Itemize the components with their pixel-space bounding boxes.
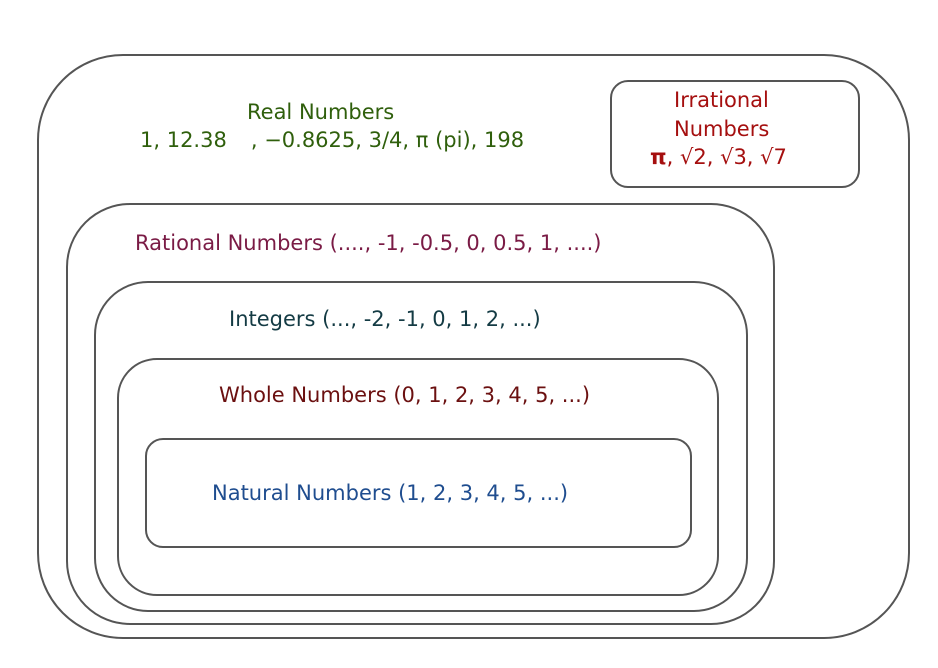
real-numbers-examples-part2: , −0.8625, 3/4, π (pi), 198 — [250, 128, 525, 152]
natural-numbers-region — [145, 438, 692, 548]
pi-symbol: π — [650, 145, 667, 169]
irrational-examples-rest: , √2, √3, √7 — [666, 145, 787, 169]
irrational-numbers-examples: π, √2, √3, √7 — [650, 147, 787, 168]
irrational-numbers-title-line2: Numbers — [674, 117, 770, 141]
real-numbers-examples-part1: 1, 12.38 — [140, 128, 227, 152]
irrational-numbers-title-line1: Irrational — [674, 88, 769, 112]
irrational-numbers-region — [610, 80, 860, 188]
integers-label: Integers (..., -2, -1, 0, 1, 2, ...) — [229, 307, 541, 331]
rational-numbers-label: Rational Numbers (...., -1, -0.5, 0, 0.5… — [135, 231, 602, 255]
whole-numbers-label: Whole Numbers (0, 1, 2, 3, 4, 5, ...) — [219, 383, 591, 407]
real-numbers-title: Real Numbers — [247, 100, 395, 124]
real-numbers-examples: 1, 12.38 , −0.8625, 3/4, π (pi), 198 — [140, 130, 524, 151]
natural-numbers-label: Natural Numbers (1, 2, 3, 4, 5, ...) — [212, 481, 569, 505]
